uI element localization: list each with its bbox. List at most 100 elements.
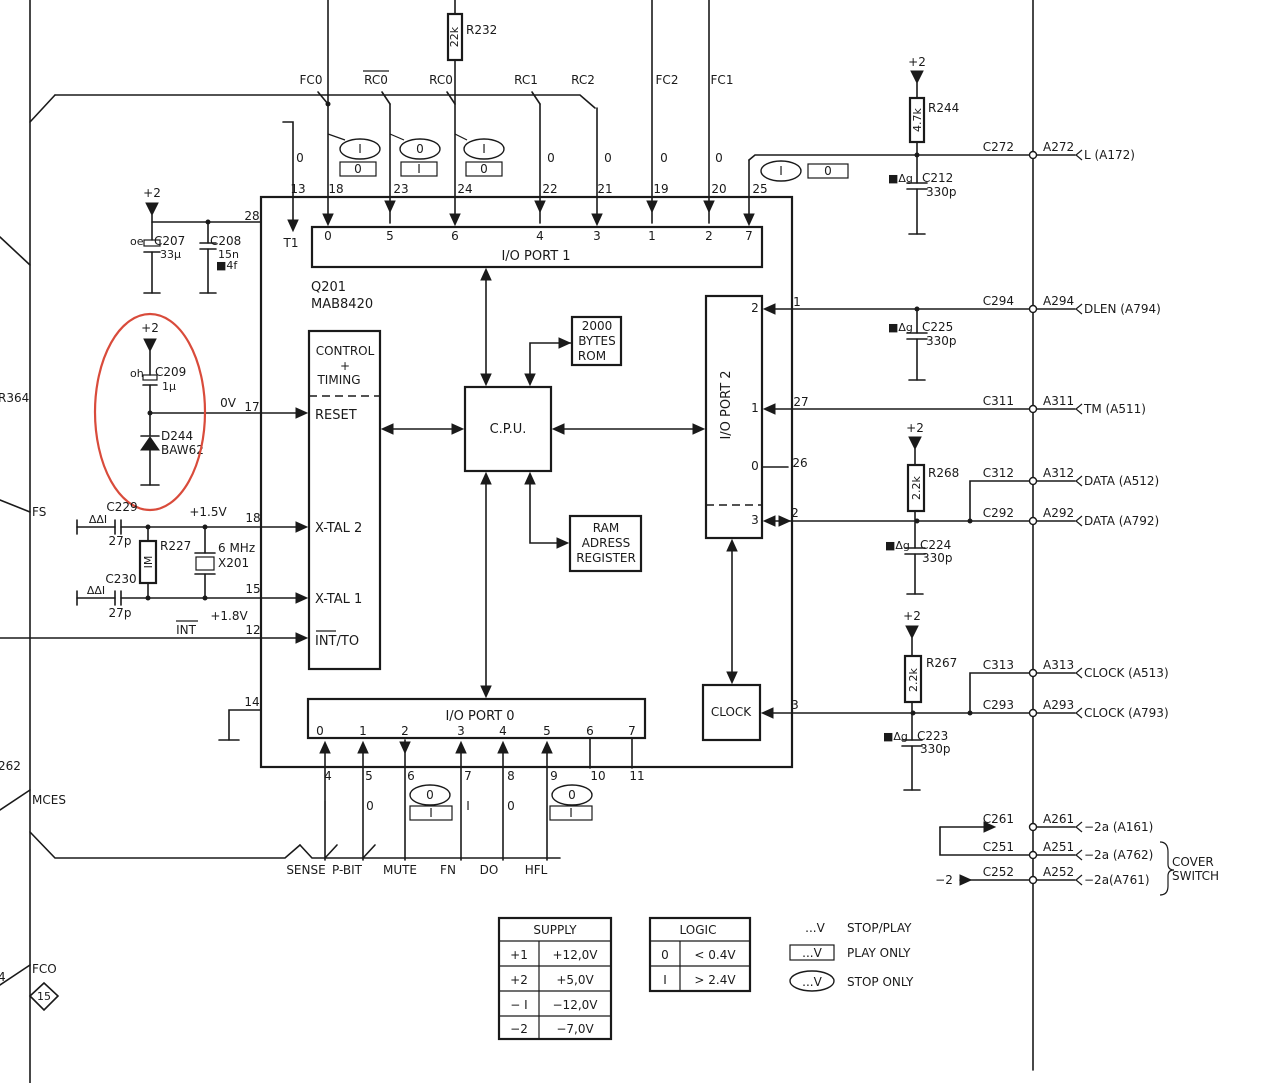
pin17-label: 17 (244, 400, 259, 414)
connector-destination: −2a(A761) (1084, 873, 1150, 887)
connector-c-label: C313 (983, 658, 1014, 672)
c225-value: 330p (926, 334, 957, 348)
connector-pin-circle (1028, 404, 1038, 414)
r244-label: R244 (928, 101, 959, 115)
supply-row4-key: −2 (510, 1022, 528, 1036)
port1-bit-3: 3 (593, 229, 601, 243)
r268-value: 2.2k (910, 475, 923, 499)
tag1-box: 0 (354, 162, 362, 176)
supply-row3-val: −12,0V (553, 998, 599, 1012)
internal-buses (380, 267, 738, 699)
legend: ...V STOP/PLAY ...V PLAY ONLY ...V STOP … (789, 921, 914, 992)
port0-bit-4: 4 (499, 724, 507, 738)
supply-table: SUPPLY +1 +12,0V +2 +5,0V − I −12,0V −2 … (497, 916, 613, 1041)
port0-level-5: 0 (366, 799, 374, 813)
r227-value: IM (142, 556, 155, 569)
port2-bit-2: 2 (751, 301, 759, 315)
control-plus-label: + (340, 359, 350, 373)
fco-number: 15 (37, 990, 51, 1003)
c224-label: C224 (920, 538, 951, 552)
c208-value: 15n (218, 248, 239, 261)
pin17-level: 0V (220, 396, 237, 410)
supply-header: SUPPLY (533, 923, 577, 937)
r227-label: R227 (160, 539, 191, 553)
port0-pin-9: 9 (550, 769, 558, 783)
port1-pin-22: 22 (542, 182, 557, 196)
io-port-2-label: I/O PORT 2 (719, 370, 734, 439)
timing-label: TIMING (316, 373, 360, 387)
r232-label: R232 (466, 23, 497, 37)
port0-pin-6: 6 (407, 769, 415, 783)
connector-c-label: C312 (983, 466, 1014, 480)
left-side-circuit: T1 13 0 28 +2 oe C207 33μ C208 15n ■4f +… (0, 121, 309, 1012)
port1-bit-1: 1 (648, 229, 656, 243)
highlight-ellipse (93, 312, 207, 512)
c223-value: 330p (920, 742, 951, 756)
connector-arrow (1075, 849, 1083, 861)
pin25-oval: I (779, 164, 783, 178)
port2-bit-1: 1 (751, 401, 759, 415)
tag3-box: 0 (480, 162, 488, 176)
connector-a-label: A311 (1043, 394, 1074, 408)
connector-arrow (1075, 515, 1083, 527)
connector-pin-circle (1028, 850, 1038, 860)
port0-signal-sense: SENSE (286, 863, 325, 877)
connector-destination: DLEN (A794) (1084, 302, 1161, 316)
cover-switch-label-1: COVER (1172, 855, 1214, 869)
port1-level-22: 0 (547, 151, 555, 165)
c212-value: 330p (926, 185, 957, 199)
rom-label-1: 2000 (582, 319, 613, 333)
fco-bottom-label: FCO (32, 962, 57, 976)
port1-signal-rc1: RC1 (514, 73, 538, 87)
reset-label: RESET (315, 408, 357, 423)
c224-value: 330p (922, 551, 953, 565)
connector-pin-circle (1028, 304, 1038, 314)
port0-tag1-box: I (429, 806, 433, 820)
legend-text-1: STOP/PLAY (847, 921, 912, 935)
legend-text-2: PLAY ONLY (847, 946, 911, 960)
port1-bit-6: 6 (451, 229, 459, 243)
io-port-0-label: I/O PORT 0 (445, 709, 514, 724)
fs-label: FS (32, 505, 46, 519)
tag2-oval: 0 (416, 142, 424, 156)
pin13-level: 0 (296, 151, 304, 165)
clock-pin-3: 3 (791, 698, 799, 712)
legend-sym-2: ...V (802, 946, 822, 960)
c209-label: C209 (155, 365, 186, 379)
c209-note: oh (130, 367, 144, 380)
port0-level-4: I (323, 799, 327, 813)
port2-pin-27: 27 (793, 395, 808, 409)
connector-arrow (1075, 475, 1083, 487)
port1-signal-fc1: FC1 (711, 73, 734, 87)
connector-a-label: A261 (1043, 812, 1074, 826)
c209-value: 1μ (162, 380, 176, 393)
connector-destination: −2a (A161) (1084, 820, 1153, 834)
connector-a-label: A293 (1043, 698, 1074, 712)
c230-note: ΔΔI (87, 584, 105, 597)
port0-level-8: 0 (507, 799, 515, 813)
port0-signal-mute: MUTE (383, 863, 417, 877)
pin25-box: 0 (824, 164, 832, 178)
connector-arrow (1075, 821, 1083, 833)
minus2-label: −2 (935, 873, 953, 887)
port1-signal-fc2: FC2 (656, 73, 679, 87)
connector-a-label: A292 (1043, 506, 1074, 520)
supply-row1-key: +1 (510, 948, 528, 962)
ram-label-3: REGISTER (576, 551, 636, 565)
r267-supply: +2 (903, 609, 921, 623)
logic-row2-key: I (663, 973, 667, 987)
port0-bit-3: 3 (457, 724, 465, 738)
pin13-label: 13 (290, 182, 305, 196)
connector-pin-circle (1028, 875, 1038, 885)
r267-value: 2.2k (907, 667, 920, 691)
clock-block-label: CLOCK (711, 705, 752, 719)
port0-pin-8: 8 (507, 769, 515, 783)
r364-label: R364 (0, 391, 29, 405)
c224-note: ■Δg (885, 539, 910, 552)
legend-text-3: STOP ONLY (847, 975, 914, 989)
c223-note: ■Δg (883, 730, 908, 743)
connector-pin-circle (1028, 708, 1038, 718)
port2-pin-2: 2 (791, 506, 799, 520)
